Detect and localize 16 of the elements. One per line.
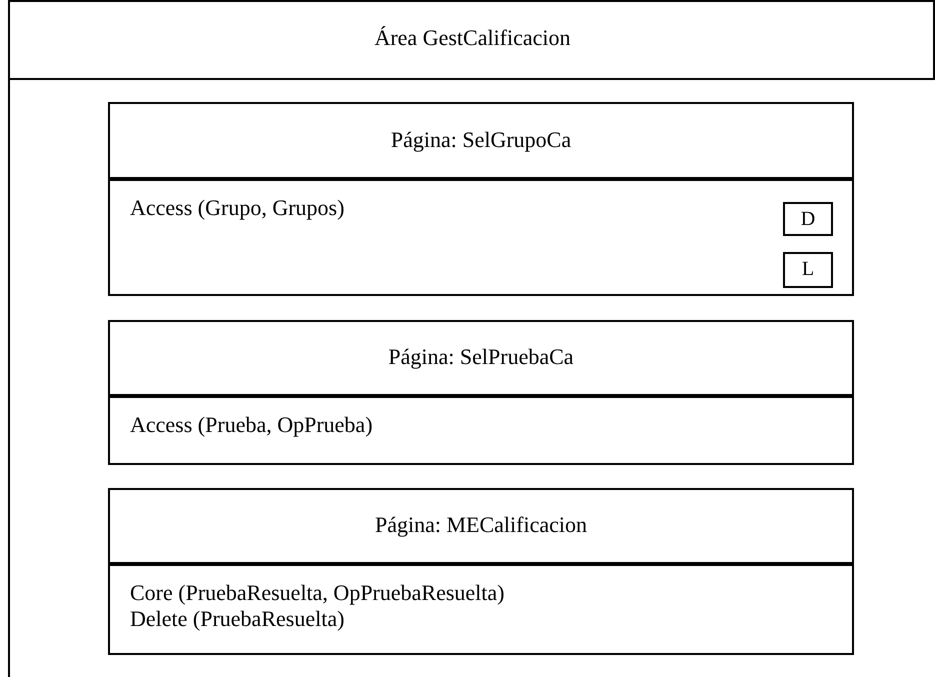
page-title: Página: SelGrupoCa xyxy=(390,126,572,152)
operation-text: Access (Prueba, OpPrueba) xyxy=(130,412,373,438)
area-box xyxy=(8,0,935,677)
page-box xyxy=(108,320,854,465)
area-title: Área GestCalificacion xyxy=(373,25,572,51)
operation-text: Access (Grupo, Grupos) xyxy=(130,195,344,221)
tag-box xyxy=(783,252,833,288)
tag-letter: L xyxy=(800,258,816,281)
operation-text: Delete (PruebaResuelta) xyxy=(130,606,344,632)
page-title: Página: MECalificacion xyxy=(374,512,588,538)
operation-text: Core (PruebaResuelta, OpPruebaResuelta) xyxy=(130,580,504,606)
page-title: Página: SelPruebaCa xyxy=(387,344,575,370)
tag-letter: D xyxy=(800,208,816,231)
page-box xyxy=(108,102,854,296)
tag-box xyxy=(783,202,833,236)
page-box xyxy=(108,488,854,655)
